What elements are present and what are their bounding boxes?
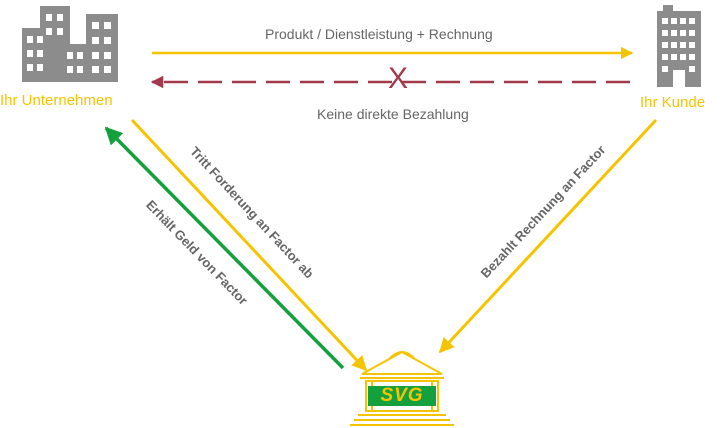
office-tower-icon <box>657 5 701 87</box>
assign-arrow <box>130 118 368 372</box>
no-payment-label: Keine direkte Bezahlung <box>317 106 469 122</box>
no-payment-cross-icon: X <box>388 62 409 95</box>
company-label: Ihr Unternehmen <box>0 92 113 109</box>
office-buildings-icon <box>22 6 118 82</box>
bank-building-icon <box>350 350 454 426</box>
receive-arrow <box>104 126 345 370</box>
factor-logo-text: SVG <box>380 385 424 406</box>
customer-label: Ihr Kunde <box>640 94 706 111</box>
pay-arrow <box>438 118 658 354</box>
delivery-label: Produkt / Dienstleistung + Rechnung <box>265 26 493 42</box>
